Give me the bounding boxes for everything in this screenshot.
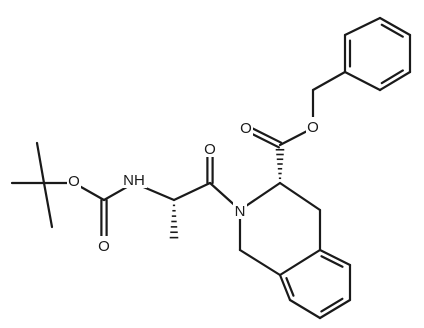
- atom-label-n: N: [235, 203, 246, 220]
- atom-ester-carbonyl-oxygen: O: [239, 118, 253, 137]
- atom-label-nh: NH: [123, 172, 145, 189]
- atom-label-o: O: [307, 119, 319, 136]
- bonds: [10, 16, 412, 320]
- single-bond: [343, 70, 382, 92]
- atom-label-o: O: [204, 141, 216, 158]
- atom-label-o: O: [68, 173, 80, 190]
- single-bond: [318, 298, 352, 320]
- single-bond: [35, 141, 46, 185]
- atom-carbamate-ether-oxygen: O: [67, 171, 81, 190]
- single-bond: [278, 181, 322, 212]
- atom-carbamate-nh: NH: [121, 170, 147, 189]
- single-bond: [172, 181, 212, 202]
- single-bond: [318, 248, 352, 267]
- aromatic-inner-line: [320, 297, 344, 313]
- single-bond: [278, 273, 292, 302]
- atom-labels: O O NH O N O O: [67, 117, 320, 255]
- atom-ring-nitrogen: N: [233, 201, 247, 220]
- single-bond: [238, 248, 282, 277]
- single-bond: [378, 70, 412, 92]
- single-bond: [343, 16, 382, 37]
- atom-ester-ether-oxygen: O: [306, 117, 320, 136]
- aromatic-inner-line: [380, 69, 404, 85]
- aromatic-inner-line: [320, 255, 344, 268]
- atom-label-o: O: [240, 120, 252, 137]
- atom-label-o: O: [98, 238, 110, 255]
- atom-carbamate-carbonyl-oxygen: O: [97, 236, 111, 255]
- atom-amide-carbonyl-oxygen: O: [203, 139, 217, 158]
- single-bond: [278, 248, 322, 277]
- single-bond: [288, 298, 322, 320]
- aromatic-inner-line: [380, 23, 404, 38]
- single-bond: [42, 181, 54, 229]
- single-bond: [311, 70, 347, 92]
- aromatic-inner-line: [285, 277, 295, 297]
- single-bond: [378, 16, 412, 37]
